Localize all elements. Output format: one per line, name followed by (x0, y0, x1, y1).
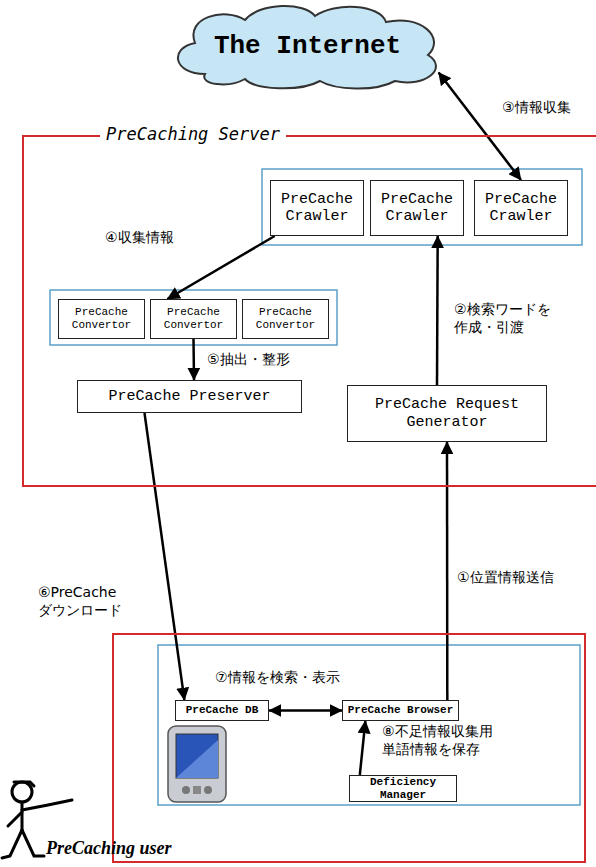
process-box: PreCache Browser (342, 700, 459, 721)
node-label: The Internet (214, 31, 401, 61)
process-box: PreCache DB (175, 700, 269, 721)
edge-label: ⑦情報を検索・表示 (213, 668, 342, 686)
node-label: PreCache Preserver (108, 388, 270, 405)
crawler-group-frame (262, 169, 582, 245)
region-title: PreCaching user (40, 838, 178, 859)
node-label: PreCache Browser (348, 704, 454, 717)
edge-label: ⑧不足情報収集用 単語情報を保存 (380, 722, 512, 758)
node-label: PreCache Convertor (247, 306, 324, 331)
node-label: PreCache Convertor (155, 306, 232, 331)
flow-arrow (192, 339, 195, 380)
flow-arrow (269, 709, 342, 712)
pda-illustration (168, 726, 226, 802)
process-box: PreCache Crawler (370, 180, 464, 236)
process-box: PreCache Crawler (270, 180, 364, 236)
process-box: PreCache Convertor (150, 299, 237, 339)
flow-arrow (360, 721, 366, 775)
region-title: PreCaching Server (100, 124, 286, 144)
flow-arrow (167, 236, 274, 299)
process-box: PreCache Preserver (77, 380, 302, 413)
edge-label: ②検索ワードを 作成・引渡 (452, 300, 588, 336)
edge-label: ④収集情報 (103, 228, 176, 246)
edge-label: ③情報収集 (500, 98, 573, 116)
process-box: PreCache Request Generator (347, 385, 547, 442)
flow-arrow (446, 442, 449, 700)
edge-label: ①位置情報送信 (455, 568, 556, 586)
convertor-group-frame (50, 290, 337, 345)
flow-arrow (145, 413, 185, 700)
process-box: PreCache Convertor (242, 299, 329, 339)
node-label: PreCache Request Generator (352, 396, 542, 431)
flow-arrow (439, 72, 521, 180)
process-box: Deficiency Manager (349, 775, 457, 802)
internet-cloud: The Internet (165, 2, 450, 90)
node-label: PreCache Crawler (275, 191, 359, 226)
node-label: PreCache Crawler (479, 191, 563, 226)
node-label: Deficiency Manager (354, 776, 452, 801)
node-label: PreCache Convertor (63, 306, 140, 331)
device-frame (158, 645, 580, 805)
process-box: PreCache Convertor (58, 299, 145, 339)
user-region: PreCaching userPreCache DBPreCache Brows… (112, 633, 586, 863)
process-box: PreCache Crawler (474, 180, 568, 236)
edge-label: ⑤抽出・整形 (205, 350, 292, 368)
edge-label: ⑥PreCache ダウンロード (36, 583, 142, 619)
cloud-outline (178, 6, 436, 89)
node-label: PreCache DB (186, 704, 259, 717)
flow-arrow (436, 236, 439, 385)
node-label: PreCache Crawler (375, 191, 459, 226)
